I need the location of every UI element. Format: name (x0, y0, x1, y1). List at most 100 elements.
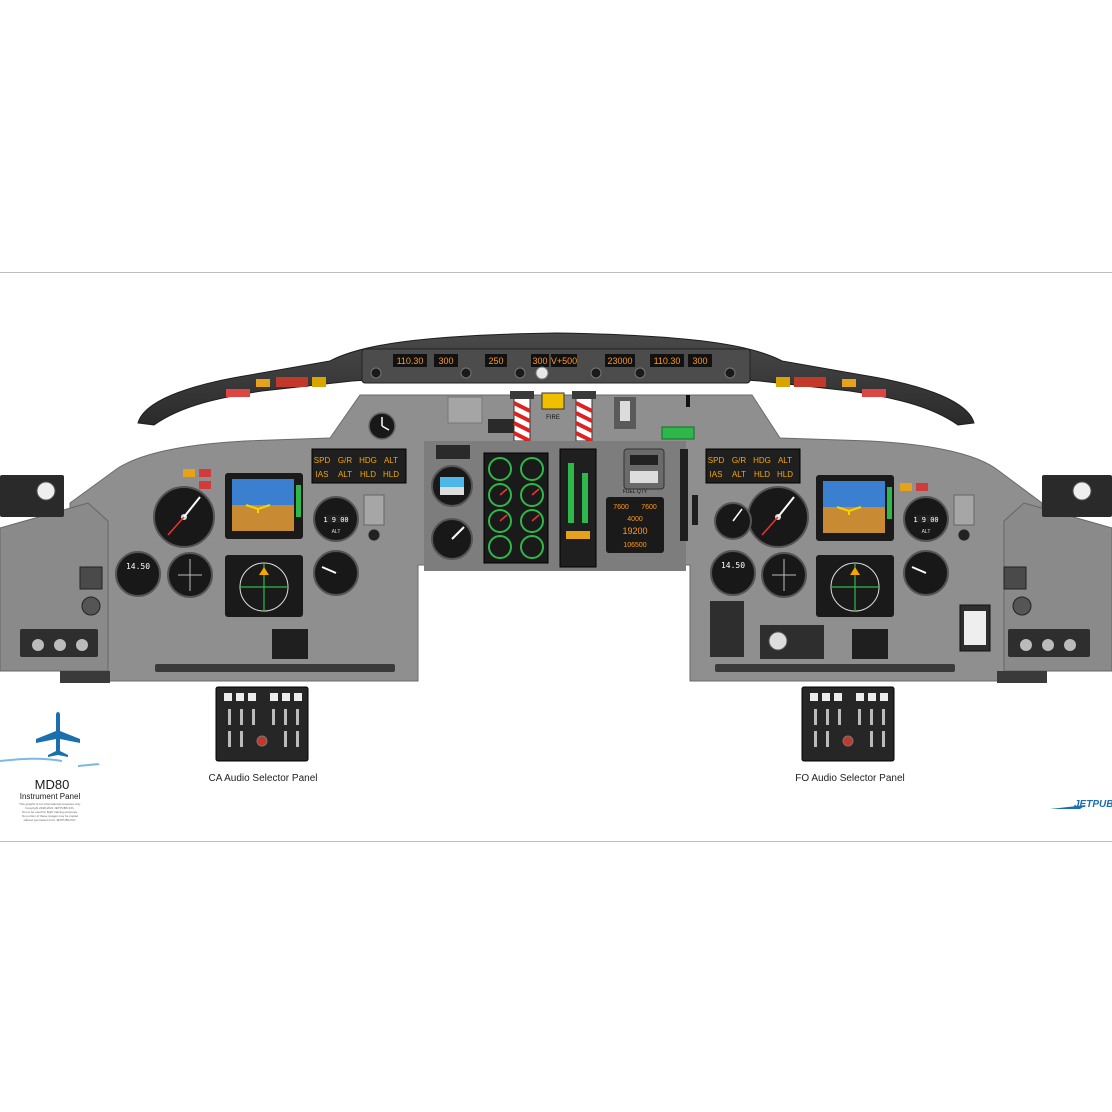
fo-fma-r2c1: IAS (710, 470, 723, 479)
captain-airspeed-indicator (153, 486, 215, 548)
fine-print-line-4: No portion of these images may be copied (22, 814, 79, 818)
right-master-caution[interactable] (794, 377, 826, 387)
fo-light-knob-3[interactable] (1064, 639, 1076, 651)
fuel-test-buttons[interactable] (630, 471, 658, 483)
fo-placard (852, 629, 888, 659)
right-master-warning[interactable] (862, 389, 886, 397)
heading-knob[interactable] (535, 366, 549, 380)
fo-rmi (761, 552, 807, 598)
captain-warn-light[interactable] (199, 469, 211, 477)
gear-lever[interactable] (620, 401, 630, 421)
left-freq-window (393, 354, 427, 367)
fo-radio-altimeter (714, 502, 752, 540)
fo-switch-panel (710, 601, 744, 657)
captain-light-knob-3[interactable] (76, 639, 88, 651)
standby-panel-blank (447, 396, 483, 424)
fo-nav-radio-knob[interactable] (1072, 481, 1092, 501)
captain-nav-radio-knob[interactable] (36, 481, 56, 501)
fuel-center-readout: 4000 (627, 516, 643, 523)
right-crs-window (688, 354, 712, 367)
fo-altimeter: 1 9 00 ALT (903, 496, 949, 542)
left-master-caution[interactable] (276, 377, 308, 387)
fo-light-knob-1[interactable] (1020, 639, 1032, 651)
captain-fma-r2c1: IAS (316, 470, 329, 479)
captain-fma-r2c2: ALT (338, 470, 352, 479)
fo-fma-r2c2: ALT (732, 470, 746, 479)
fo-warn-light[interactable] (916, 483, 928, 491)
fo-audio-label: FO Audio Selector Panel (795, 773, 905, 784)
captain-rmi (167, 552, 213, 598)
captain-overspeed-light[interactable] (199, 481, 211, 489)
captain-attitude-display (225, 473, 303, 539)
fire-label: FIRE (546, 415, 560, 421)
fo-gs-light[interactable] (900, 483, 912, 491)
captain-hsi (225, 555, 303, 617)
captain-tiller-knob[interactable] (81, 596, 101, 616)
heading-window (531, 354, 549, 367)
captain-light-knob-2[interactable] (54, 639, 66, 651)
left-freq-readout: 110.30 (397, 356, 424, 366)
right-annunciator-amber (776, 377, 790, 387)
captain-gs-light[interactable] (183, 469, 195, 477)
fo-fma-r1c1: SPD (708, 456, 725, 465)
left-nav-knob[interactable] (370, 367, 382, 379)
fo-baro-readout: 14.50 (721, 561, 745, 570)
left-lower-sill (155, 664, 395, 672)
fo-light-knob-2[interactable] (1042, 639, 1054, 651)
right-freq-window (650, 354, 684, 367)
fuel-qty-label: FUEL QTY (623, 489, 648, 495)
fo-side-switch-panel (1003, 566, 1027, 590)
fuel-right-readout: 7600 (641, 504, 657, 511)
standby-compass-card (436, 445, 470, 459)
right-autoland-light (842, 379, 856, 387)
md80-aircraft-logo (0, 712, 100, 767)
fo-baro-knob[interactable] (957, 528, 971, 542)
engine-instruments (483, 452, 549, 564)
altitude-knob[interactable] (634, 367, 646, 379)
vs-window (551, 354, 577, 367)
left-crs-readout: 300 (438, 356, 453, 366)
poster-model: MD80 (35, 777, 70, 792)
speed-knob[interactable] (460, 367, 472, 379)
ca-audio-selector-panel[interactable] (215, 686, 309, 762)
right-nav-knob[interactable] (724, 367, 736, 379)
captain-fma: SPD G/R HDG ALT IAS ALT HLD HLD (311, 448, 407, 484)
fo-fma-r1c3: HDG (753, 456, 771, 465)
fine-print-line-1: This graphic is for informational purpos… (19, 802, 81, 806)
fuel-flow-bar-right (582, 473, 588, 523)
mach-knob[interactable] (514, 367, 526, 379)
fo-fma: SPD G/R HDG ALT IAS ALT HLD HLD (705, 448, 801, 484)
vs-readout: V+500 (551, 356, 577, 366)
captain-side-switch-panel (79, 566, 103, 590)
vs-wheel[interactable] (590, 367, 602, 379)
fire-warning-light[interactable] (541, 392, 565, 410)
left-master-warning[interactable] (226, 389, 250, 397)
fo-tiller-knob[interactable] (1012, 596, 1032, 616)
brand-name: JETPUB (1074, 799, 1112, 810)
fo-keypad-keys[interactable] (964, 611, 986, 645)
parking-brake-indicator (686, 395, 690, 407)
fire-handle-left[interactable] (510, 391, 534, 443)
speed-readout: 250 (488, 356, 503, 366)
right-crs-readout: 300 (692, 356, 707, 366)
fo-audio-selector-panel[interactable] (801, 686, 895, 762)
captain-baro-knob[interactable] (367, 528, 381, 542)
fuel-left-readout: 7600 (613, 504, 629, 511)
fo-fma-r1c2: G/R (732, 456, 746, 465)
fo-fma-r1c4: ALT (778, 456, 792, 465)
fo-fma-r2c4: HLD (777, 470, 793, 479)
altitude-window (605, 354, 635, 367)
right-lower-sill (715, 664, 955, 672)
captain-baro-readout: 14.50 (126, 562, 150, 571)
captain-altimeter-readout: 1 9 00 (323, 516, 348, 524)
left-autoland-light (256, 379, 270, 387)
heading-readout: 300 (532, 356, 547, 366)
left-outboard-sill (60, 671, 110, 683)
captain-light-knob-1[interactable] (32, 639, 44, 651)
captain-nav-radio (0, 475, 64, 517)
fire-handle-right[interactable] (572, 391, 596, 443)
fo-clock (768, 631, 788, 651)
altitude-readout: 23000 (607, 356, 632, 366)
fo-vsi (903, 550, 949, 596)
captain-altimeter-label: ALT (332, 529, 341, 535)
